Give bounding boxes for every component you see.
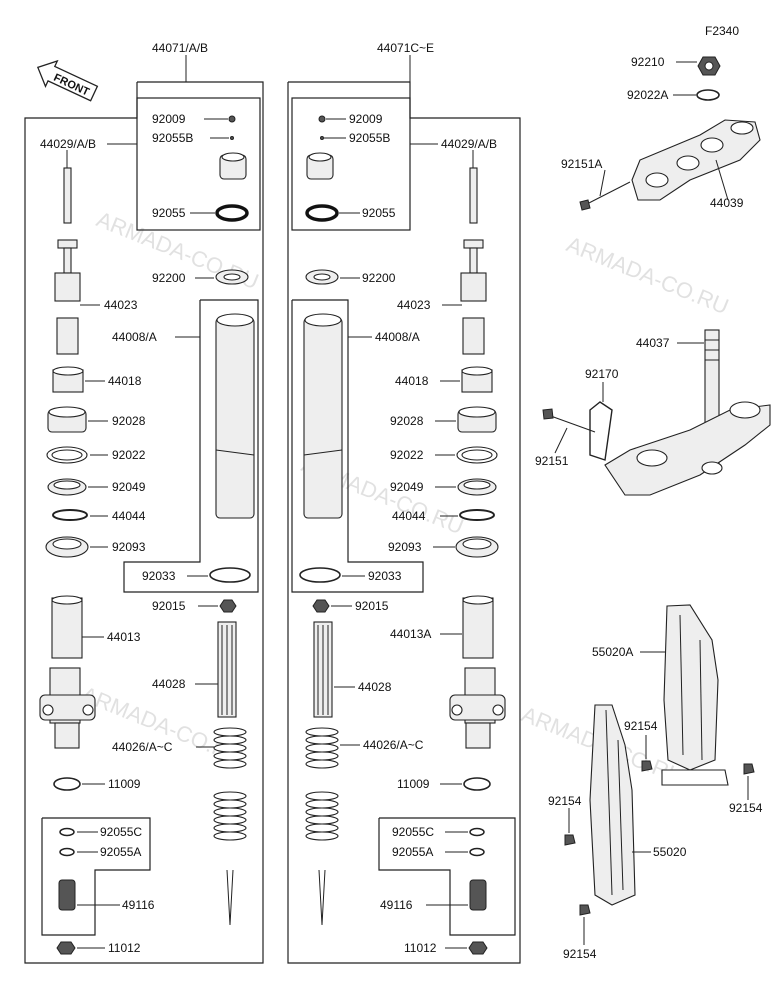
part-label: 92154 [563,947,597,961]
part-label: 11009 [108,777,141,791]
part-label: 92028 [112,414,146,428]
part-label: 44018 [108,374,142,388]
part-label: 92049 [390,480,424,494]
part-label: 92200 [362,271,396,285]
part-label: 44028 [358,680,392,694]
part-label: 92033 [142,569,176,583]
part-label: 92028 [390,414,424,428]
part-label: 92022A [627,88,668,102]
part-label: 55020A [592,645,633,659]
right-fork-group: 44071C~E 44029/A/B 92009 92055B 92055 44… [287,41,521,964]
part-label: 92093 [112,540,146,554]
part-label: 92154 [729,801,763,815]
watermark: ARMADA-CO.RU [563,231,732,319]
part-label: 92015 [355,599,389,613]
part-label: 92151A [561,157,602,171]
part-label: 92200 [152,271,186,285]
part-label: 44039 [710,196,744,210]
part-label: 44028 [152,677,186,691]
part-label: 44023 [397,298,431,312]
part-label: 92055B [349,131,390,145]
part-label: 92093 [388,540,422,554]
part-label: 44026/A~C [112,740,173,754]
part-label: 92055 [152,206,186,220]
diagram-code: F2340 [705,24,739,38]
part-label: 55020 [653,845,687,859]
part-label: 92015 [152,599,186,613]
part-label: 44037 [636,336,670,350]
right-fork-sub-label: 44029/A/B [441,137,497,151]
part-label: 44044 [392,509,426,523]
part-label: 92055A [100,845,141,859]
part-label: 92033 [368,569,402,583]
part-label: 92055B [152,131,193,145]
part-label: 11012 [404,941,437,955]
part-label: 49116 [380,898,413,912]
spring-icon [213,727,247,841]
part-label: 92055C [100,825,142,839]
part-label: 92154 [624,719,658,733]
part-label: 44008/A [375,330,420,344]
part-label: 44018 [395,374,429,388]
part-label: 44013A [390,627,431,641]
part-label: 92055 [362,206,396,220]
upper-clamp-group: 92210 92022A 44039 92151A [561,55,761,211]
spring-icon [305,727,339,841]
part-label: 92049 [112,480,146,494]
part-label: 11012 [108,941,141,955]
left-fork-assembly-label: 44071/A/B [152,41,208,55]
part-label: 92022 [390,448,424,462]
part-label: 92009 [349,112,383,126]
left-fork-sub-label: 44029/A/B [40,137,96,151]
steering-stem-group: 44037 92170 92151 [535,329,771,496]
part-label: 44013 [107,630,141,644]
part-label: 92154 [548,794,582,808]
part-label: 44023 [104,298,138,312]
part-label: 92151 [535,454,569,468]
part-label: 92210 [631,55,665,69]
part-label: 92170 [585,367,619,381]
part-label: 92055A [392,845,433,859]
part-label: 92055C [392,825,434,839]
part-label: 44026/A~C [363,738,424,752]
part-label: 92022 [112,448,146,462]
part-label: 11009 [397,777,430,791]
part-label: 49116 [122,898,155,912]
part-label: 92009 [152,112,186,126]
fork-guards-group: 55020A 55020 92154 92154 92154 92154 [548,604,763,961]
part-label: 44044 [112,509,146,523]
front-arrow-icon: FRONT [36,59,99,102]
part-label: 44008/A [112,330,157,344]
right-fork-assembly-label: 44071C~E [377,41,434,55]
left-fork-group: 44071/A/B 44029/A/B 92009 92055B 92055 4… [24,41,264,964]
